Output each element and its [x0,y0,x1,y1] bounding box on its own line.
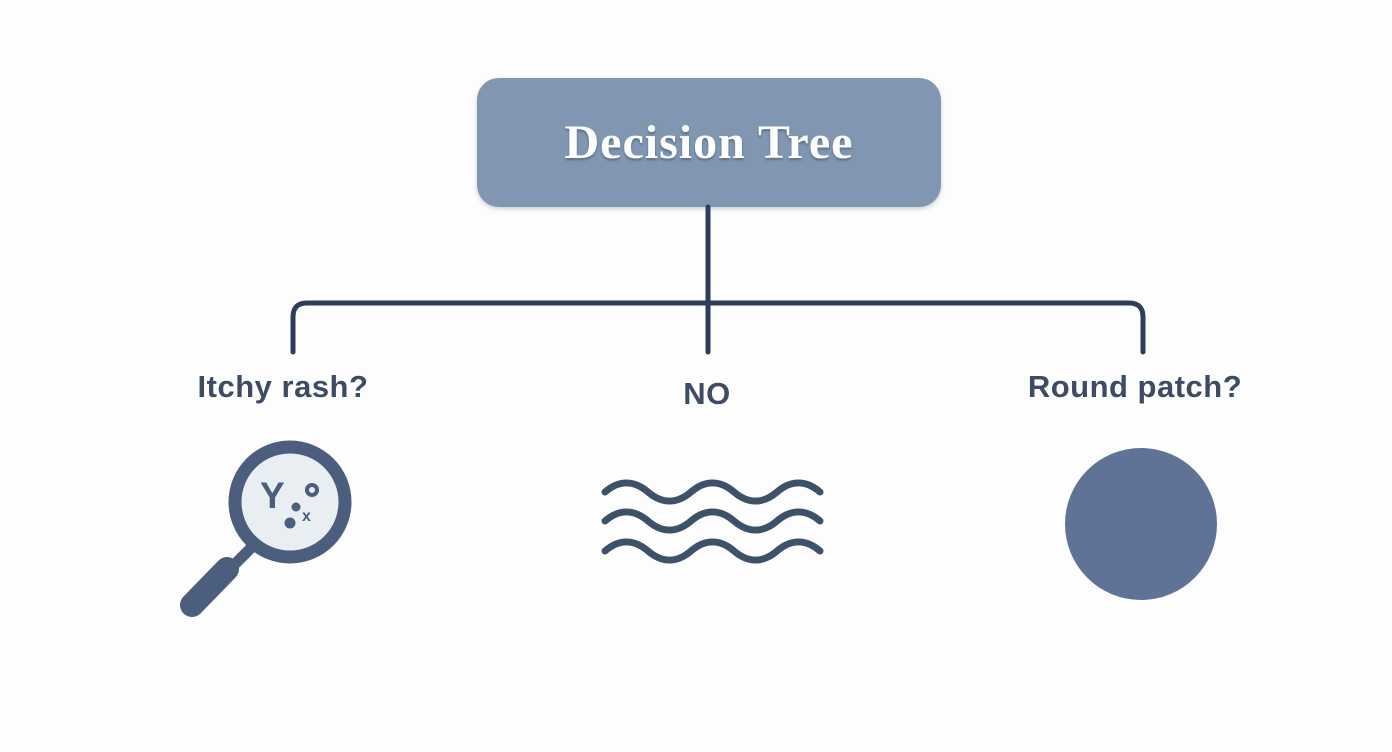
wave-line-3 [601,538,824,564]
branch-label-no: NO [683,376,731,411]
magnifier-handle [180,557,239,617]
wave-line-1 [601,479,824,505]
root-node: Decision Tree [477,78,941,207]
magnifier-lens [228,440,352,564]
diagram-title: Decision Tree [564,116,854,169]
branch-label-itchy-rash: Itchy rash? [197,369,369,404]
rash-ring-dot [305,483,319,497]
rash-dot-2 [284,517,296,529]
round-patch-icon [1065,448,1217,600]
rash-dot-1 [291,502,301,512]
branch-label-round-patch: Round patch? [1027,369,1243,404]
connector-bracket-line [290,300,1146,355]
magnifier-rash-icon: Y x [180,440,352,617]
waves-icon [601,479,824,564]
magnifier-cross-glyph: x [302,508,311,525]
magnifier-letter-glyph: Y [260,475,285,516]
wave-line-2 [601,508,824,534]
